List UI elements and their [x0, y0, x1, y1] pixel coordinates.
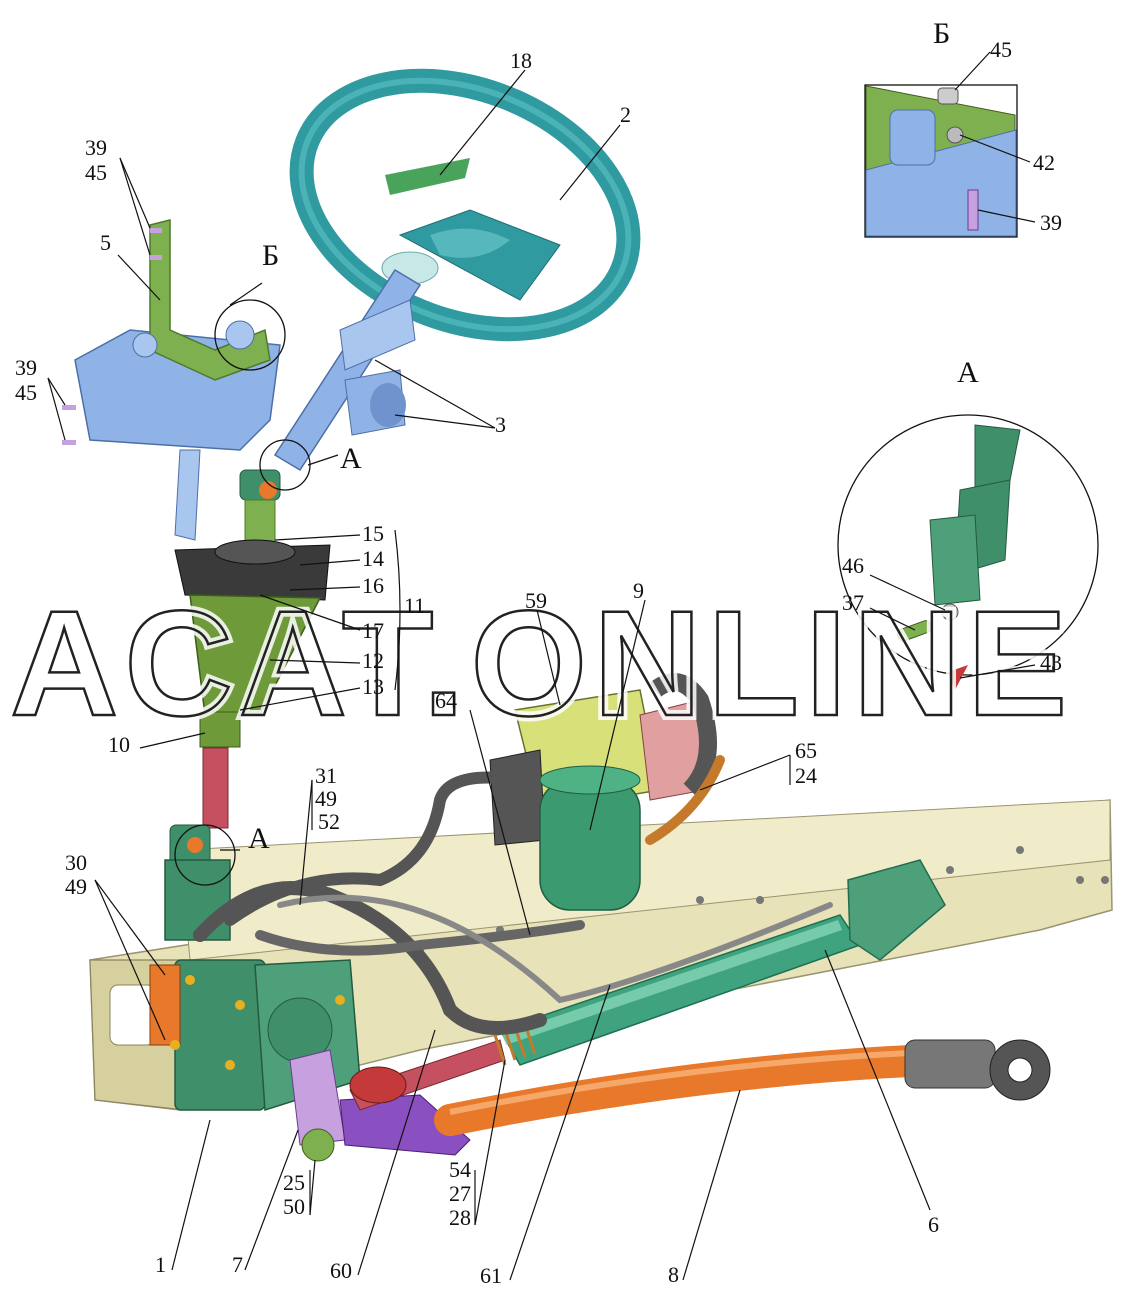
label-30: 30 [65, 850, 87, 875]
label-11: 11 [404, 593, 425, 618]
label-52: 52 [318, 809, 340, 834]
label-27: 27 [449, 1181, 471, 1206]
label-65: 65 [795, 738, 817, 763]
label-54: 54 [449, 1157, 471, 1182]
label-39: 39 [15, 355, 37, 380]
label-42-inset: 42 [1033, 150, 1055, 175]
label-46-inset: 46 [842, 553, 864, 578]
label-61: 61 [480, 1263, 502, 1288]
label-45-inset: 45 [990, 37, 1012, 62]
inset-a [837, 414, 1099, 690]
detail-a-marker-upper [259, 439, 311, 491]
label-39: 39 [85, 135, 107, 160]
label-28: 28 [449, 1205, 471, 1230]
drag-link [434, 1039, 1051, 1136]
label-64: 64 [435, 688, 457, 713]
power-cylinder [349, 859, 946, 1111]
svg-text:ACAT.ONLINE: ACAT.ONLINE [10, 579, 1073, 747]
label-39-inset: 39 [1040, 210, 1062, 235]
label-2: 2 [620, 102, 631, 127]
label-12: 12 [362, 648, 384, 673]
steering-column [273, 268, 422, 472]
floor-seal [174, 539, 331, 829]
detail-b-marker [214, 299, 286, 371]
label-8: 8 [668, 1262, 679, 1287]
label-3: 3 [495, 412, 506, 437]
callout-labels: 18 2 39 45 5 Б 39 45 3 А 15 14 16 11 17 … [15, 17, 1062, 1288]
label-24: 24 [795, 763, 817, 788]
label-6: 6 [928, 1212, 939, 1237]
label-16: 16 [362, 573, 384, 598]
label-10: 10 [108, 732, 130, 757]
label-9: 9 [633, 578, 644, 603]
label-49: 49 [65, 874, 87, 899]
pump-reservoir [489, 673, 717, 911]
label-25: 25 [283, 1170, 305, 1195]
label-45: 45 [85, 160, 107, 185]
detail-a-marker-lower [174, 824, 236, 886]
label-5: 5 [100, 230, 111, 255]
label-14: 14 [362, 546, 384, 571]
label-59: 59 [525, 588, 547, 613]
label-60: 60 [330, 1258, 352, 1283]
steering-wheel [289, 68, 641, 342]
label-15: 15 [362, 521, 384, 546]
label-13: 13 [362, 674, 384, 699]
label-45: 45 [15, 380, 37, 405]
label-37-inset: 37 [842, 590, 864, 615]
label-31: 31 [315, 763, 337, 788]
watermark: ACAT.ONLINE ACAT.ONLINE [5, 574, 1073, 752]
hoses [193, 755, 833, 1035]
label-7: 7 [232, 1252, 243, 1277]
label-1: 1 [155, 1252, 166, 1277]
label-detail-a-inset: А [957, 356, 979, 389]
label-detail-a-upper: А [340, 442, 362, 475]
label-detail-b-inset: Б [933, 17, 950, 50]
cab-bracket [62, 219, 281, 541]
label-18: 18 [510, 48, 532, 73]
leader-lines [47, 51, 1036, 1281]
label-49: 49 [315, 786, 337, 811]
label-detail-b-main: Б [262, 239, 279, 272]
horn-pad [385, 158, 470, 195]
label-43-inset: 43 [1040, 650, 1062, 675]
label-17: 17 [362, 618, 384, 643]
label-detail-a-lower: А [248, 822, 270, 855]
intermediate-shaft [239, 469, 281, 546]
svg-text:ACAT.ONLINE: ACAT.ONLINE [10, 579, 1073, 747]
label-50: 50 [283, 1194, 305, 1219]
inset-b [864, 84, 1018, 238]
